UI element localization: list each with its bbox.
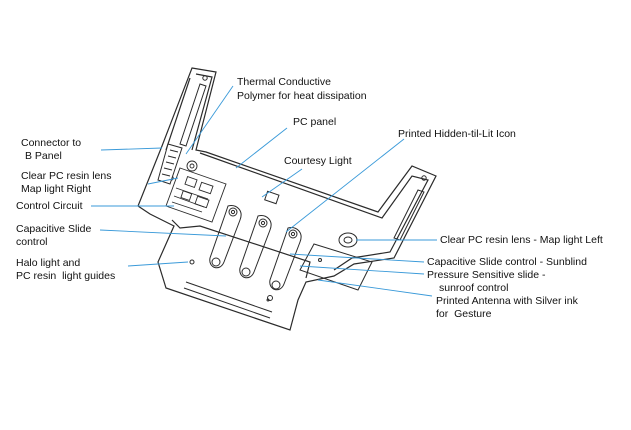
label-courtesy-light: Courtesy Light [284,155,352,167]
label-control-circuit: Control Circuit [16,200,83,212]
label-clear-pc-left: Clear PC resin lens - Map light Left [440,234,603,246]
label-cap-sunblind: Capacitive Slide control - Sunblind [427,256,587,268]
label-hidden-icon: Printed Hidden-til-Lit Icon [398,128,516,140]
label-clear-pc-right-line2: Map light Right [21,183,92,195]
label-thermal-line2: Polymer for heat dissipation [237,90,367,102]
label-pc-panel: PC panel [293,116,337,128]
label-halo-line2: PC resin light guides [16,270,116,282]
label-antenna-line2: for Gesture [436,308,492,320]
leader-lines [91,85,437,297]
label-pressure-line1: Pressure Sensitive slide - [427,269,546,281]
label-halo-line1: Halo light and [16,257,81,269]
label-cap-slide-line1: Capacitive Slide [16,223,92,235]
label-thermal-line1: Thermal Conductive [237,76,331,88]
label-antenna-line1: Printed Antenna with Silver ink [436,295,578,307]
connector-block [157,143,183,185]
label-connector-line1: Connector to [21,137,82,149]
map-light-left-lens [338,232,358,248]
label-connector-line2: B Panel [25,150,62,162]
capacitive-slides [209,205,302,291]
control-circuit-board [165,160,227,223]
antenna-area [299,243,373,291]
label-clear-pc-right-line1: Clear PC resin lens [21,170,112,182]
courtesy-light-window [264,190,280,205]
right-arm-rail [393,175,427,241]
label-pressure-line2: sunroof control [439,282,509,294]
halo-light-guide [183,259,273,319]
label-cap-slide-line2: control [16,236,48,248]
